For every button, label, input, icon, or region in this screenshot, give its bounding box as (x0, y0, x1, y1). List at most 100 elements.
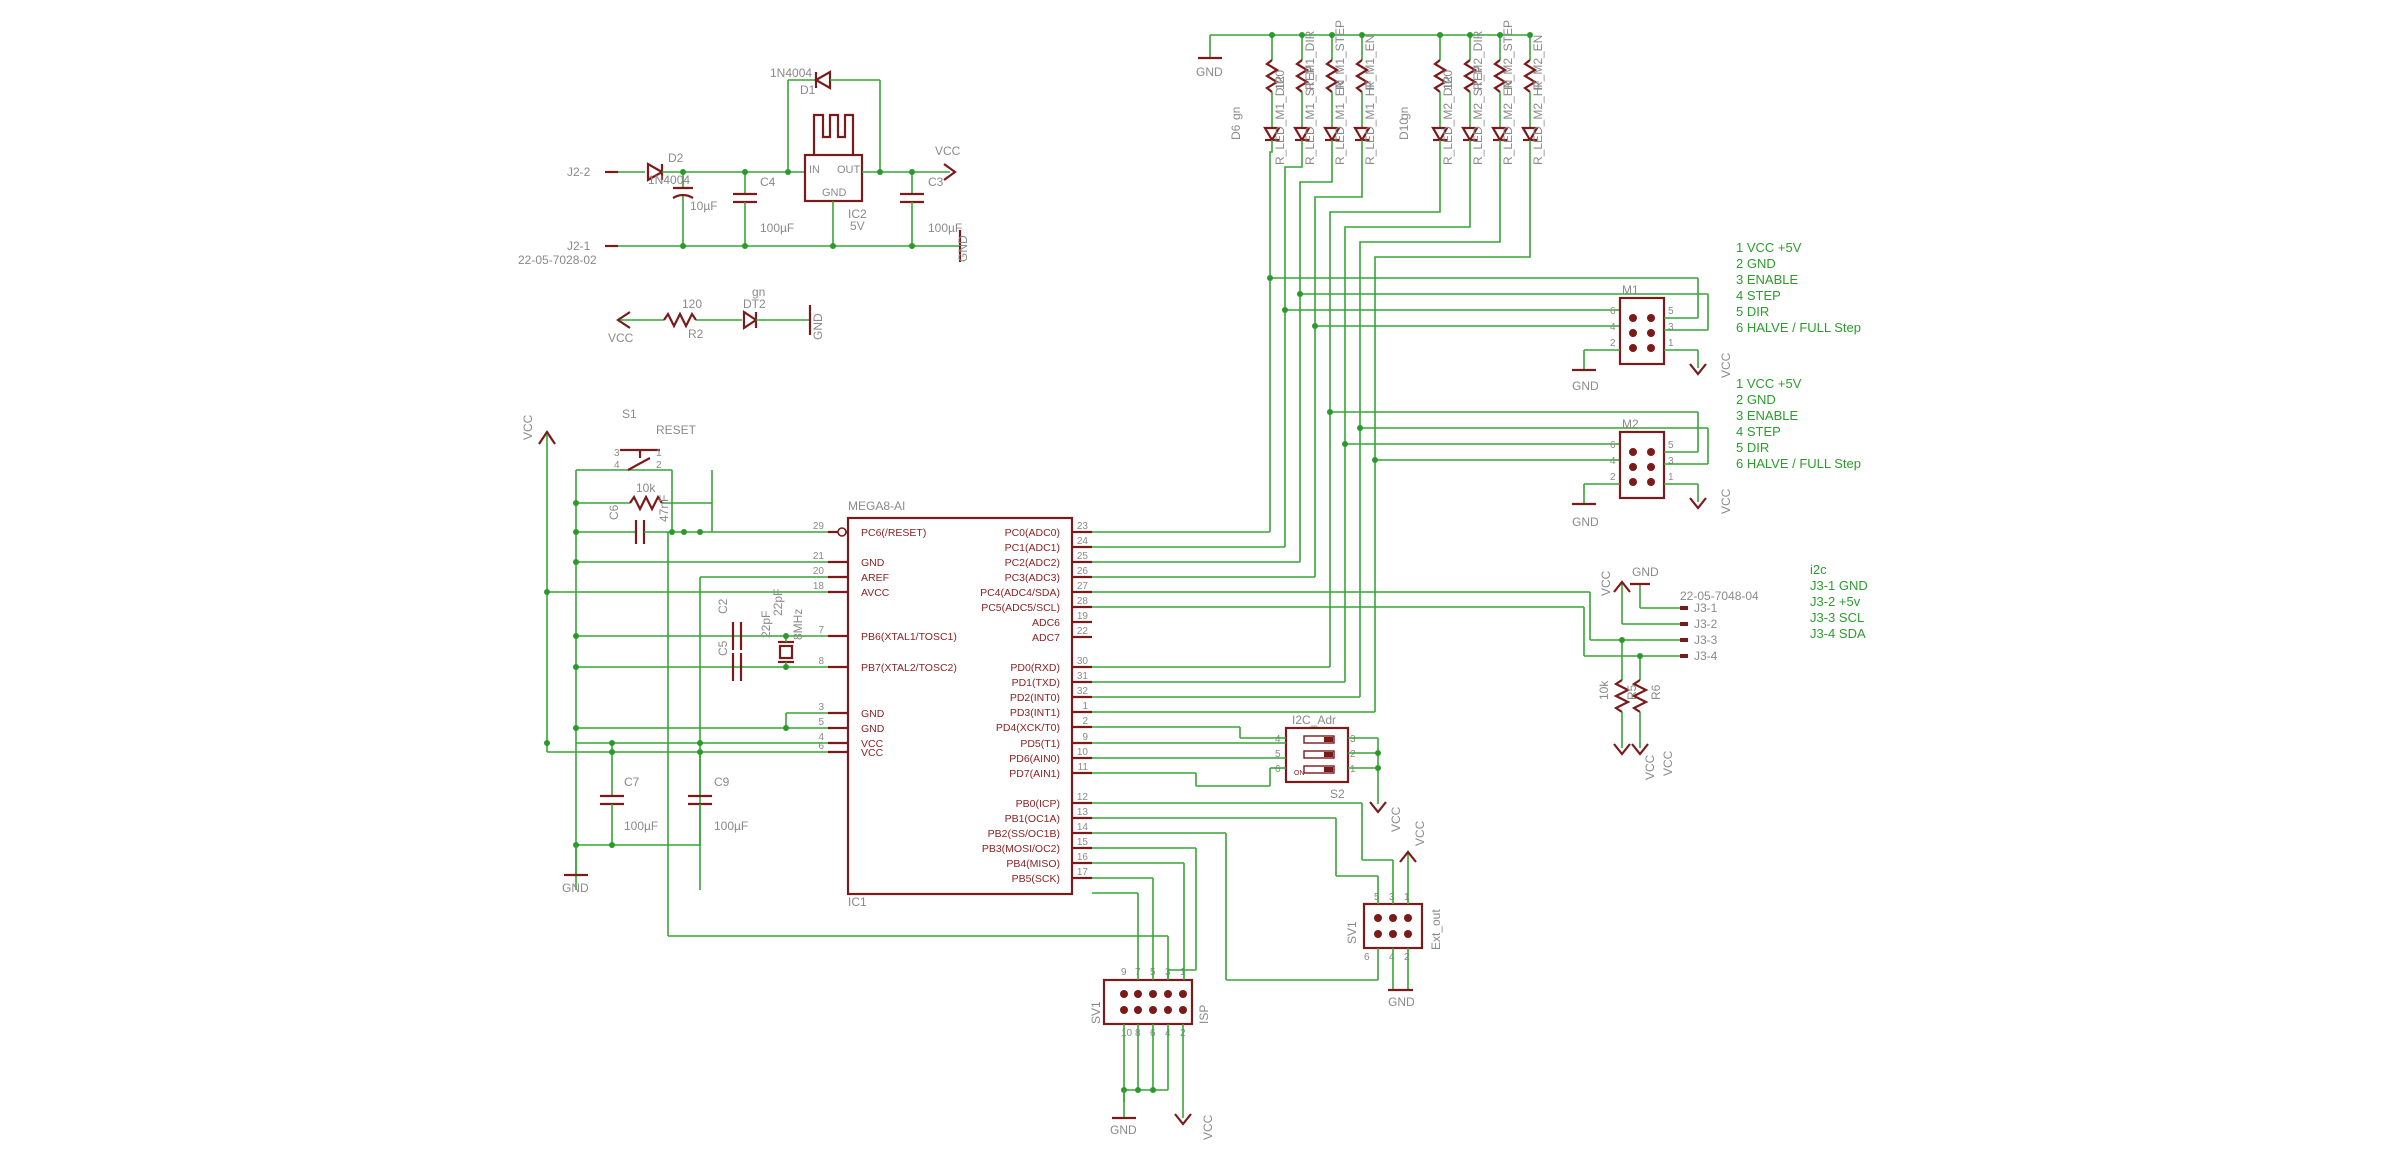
ext-vcc: VCC (1413, 820, 1427, 846)
ic1-pin-label: VCC (861, 747, 884, 759)
m1-note-5: 5 DIR (1736, 304, 1769, 319)
ic1-pin-label: PB1(OC1A) (1005, 813, 1060, 825)
ic1-pin-label: PB7(XTAL2/TOSC2) (861, 662, 957, 674)
ic1-pin-number: 11 (1078, 762, 1089, 773)
c3-ref: C3 (928, 175, 944, 189)
i2c-r5: R5 (1625, 684, 1639, 700)
ic1-pin-label: GND (861, 708, 885, 720)
led-drop-wire (1314, 140, 1363, 205)
led-drop-wire (1284, 140, 1303, 175)
led-junction (1299, 32, 1305, 38)
c5-ref: C5 (716, 640, 730, 656)
adr-pin2: 2 (1350, 749, 1356, 760)
d10-ref: D10 (1397, 118, 1411, 140)
r2-value: 120 (682, 297, 702, 311)
isp-pin-pad (1164, 1006, 1172, 1014)
vcc-reg-label: VCC (935, 144, 961, 158)
ic1-pin-number: 9 (1082, 732, 1088, 743)
m2-pin6: 6 (1610, 440, 1616, 451)
ic1-pin-label: PB5(SCK) (1012, 873, 1060, 885)
j2-connector: 22-05-7028-02 (518, 253, 597, 267)
led-diode (1461, 126, 1479, 143)
vcc-left-label: VCC (521, 414, 535, 440)
i2c-note-3: J3-3 SCL (1810, 610, 1864, 625)
m1-pin4: 4 (1610, 322, 1616, 333)
isp-pin-pad (1134, 990, 1142, 998)
m1-note-1: 1 VCC +5V (1736, 240, 1802, 255)
ic1-pin-number: 18 (813, 581, 825, 592)
m2-connector: M2 6 4 2 5 3 1 VCC GND 1 VCC +5V 2 GND 3… (1572, 376, 1861, 529)
ext-ref: SV1 (1345, 921, 1359, 944)
led-label: R_LED_M1_EN (1333, 80, 1347, 165)
d10-color: gn (1397, 107, 1411, 120)
m1-gnd: GND (1572, 379, 1599, 393)
c4-value: 100µF (760, 221, 794, 235)
led-resistor-label: R_M2_EN (1531, 35, 1545, 90)
c6-ref: C6 (607, 504, 621, 520)
ext-gnd: GND (1388, 995, 1415, 1009)
ic1-pin-label: PD3(INT1) (1010, 707, 1060, 719)
d2-type: 1N4004 (648, 173, 690, 187)
adr-pin6: 6 (1275, 764, 1281, 775)
s1-pin3: 3 (614, 448, 620, 459)
c3-value: 100µF (928, 221, 962, 235)
c2-ref: C2 (716, 598, 730, 614)
i2c-notes: i2c J3-1 GND J3-2 +5v J3-3 SCL J3-4 SDA (1810, 562, 1868, 641)
led-diode (1353, 126, 1371, 143)
ic1-pin-label: PC3(ADC3) (1005, 572, 1060, 584)
ic1-ref: IC1 (848, 895, 867, 909)
ic1-pin-number: 2 (1082, 716, 1088, 727)
isp-pin-top: 9 (1121, 967, 1127, 978)
dt2-ref: DT2 (743, 297, 766, 311)
d2-ref: D2 (668, 151, 684, 165)
ic1-value: MEGA8-AI (848, 499, 905, 513)
led-junction (1437, 32, 1443, 38)
regulator-section: IN OUT GND IC2 5V 1N4004 D1 VCC GND 10µF… (518, 66, 970, 267)
ic1-pin-number: 17 (1077, 867, 1089, 878)
ic2-gnd-label: GND (822, 187, 847, 199)
led-resistor-label: R_M2_STEP (1501, 20, 1515, 90)
led-resistor (1492, 59, 1508, 93)
i2c-vcc-r2: VCC (1661, 750, 1675, 776)
ext-name: Ext_out (1429, 909, 1443, 950)
ic1-pin-number: 3 (818, 702, 824, 713)
ic2-value: 5V (850, 219, 865, 233)
gnd-led-label: GND (811, 313, 825, 340)
ic1-pin-number: 23 (1077, 521, 1089, 532)
i2c-adr-on: ON (1294, 770, 1305, 777)
led-diode (1293, 126, 1311, 143)
m2-note-4: 4 STEP (1736, 424, 1781, 439)
ic1-pin-label: PD4(XCK/T0) (996, 722, 1060, 734)
isp-pin-pad (1120, 1006, 1128, 1014)
d6-color: gn (1229, 107, 1243, 120)
led-resistor-label: R_M1_DIR (1303, 30, 1317, 90)
reset-bubble (837, 527, 847, 537)
led-resistor-label: R_M1_STEP (1333, 20, 1347, 90)
ic1-pin-label: PD5(T1) (1020, 738, 1060, 750)
c9-value: 100µF (714, 819, 748, 833)
i2c-note-2: J3-2 +5v (1810, 594, 1861, 609)
vcc-led-label: VCC (608, 331, 634, 345)
led-diode (1491, 126, 1509, 143)
power-led-section: VCC 120 R2 DT2 gn GND (608, 285, 825, 345)
led-columns: 120R_LED_M1_DIRR_M1_DIRR_LED_M1_STEPR_M1… (1263, 20, 1545, 265)
i2c-r-value: 10k (1597, 680, 1611, 700)
m2-note-6: 6 HALVE / FULL Step (1736, 456, 1861, 471)
ic1-pin-label: PB3(MOSI/OC2) (982, 843, 1060, 855)
led-diode (1521, 126, 1539, 143)
c4-ref: C4 (760, 175, 776, 189)
led-diode (1431, 126, 1449, 143)
ic1-pin-label: PD0(RXD) (1010, 662, 1060, 674)
r2-ref: R2 (688, 327, 704, 341)
d1-type: 1N4004 (770, 66, 812, 80)
m1-note-2: 2 GND (1736, 256, 1776, 271)
ic1-pin-label: GND (861, 723, 885, 735)
ext-pin1: 1 (1404, 892, 1410, 903)
led-label: R_LED_M1_HF (1363, 80, 1377, 165)
ic1-pin-label: PD6(AIN0) (1009, 753, 1060, 765)
led-label: R_LED_M2_HF (1531, 80, 1545, 165)
ic1-pin-number: 14 (1077, 822, 1089, 833)
isp-pin-top: 1 (1180, 967, 1186, 978)
ic1-pin-number: 12 (1077, 792, 1089, 803)
